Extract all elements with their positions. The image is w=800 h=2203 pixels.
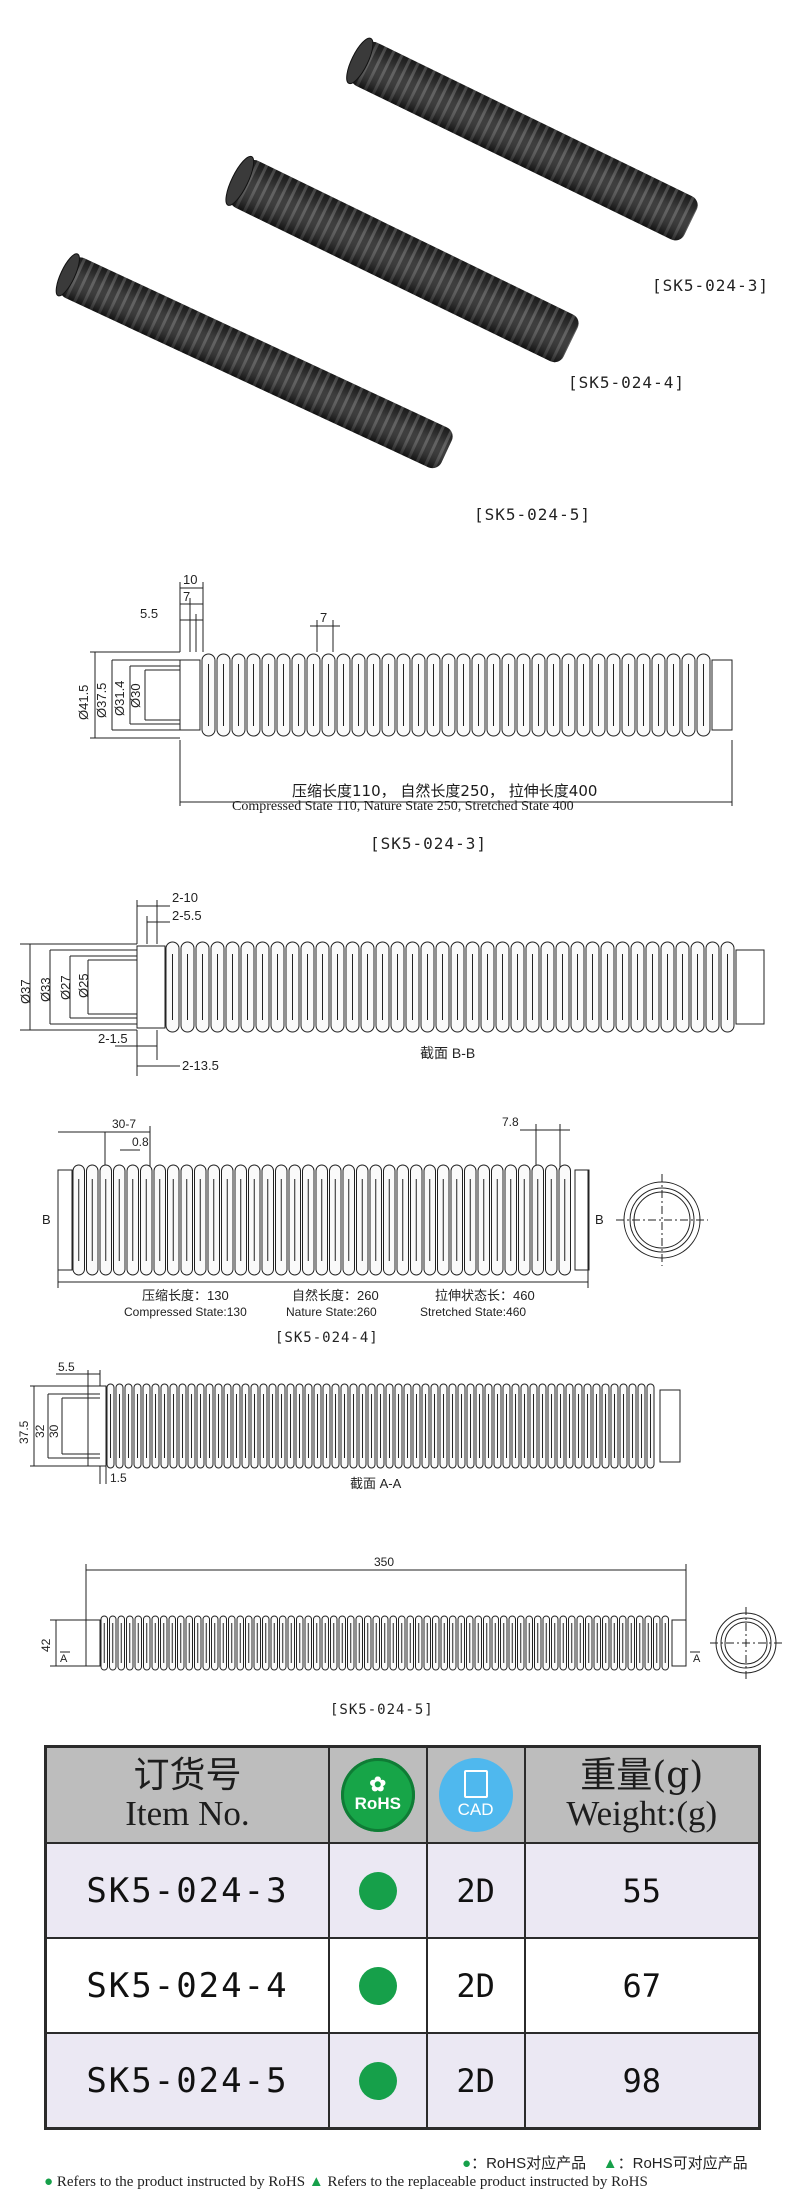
length-en-stretched: Stretched State:460 bbox=[420, 1305, 526, 1319]
drawing-sk5-024-5: 350 42 A A bbox=[39, 1555, 782, 1679]
dim-2-1-5: 2-1.5 bbox=[98, 1031, 128, 1046]
dim-dia-33: Ø33 bbox=[38, 977, 53, 1002]
drawing-sk5-024-3: 10 7 5.5 7 Ø41.5 Ø37.5 Ø31.4 Ø30 bbox=[76, 572, 733, 806]
dim-7: 7 bbox=[183, 589, 190, 604]
dim-30-a: 30 bbox=[47, 1424, 61, 1438]
length-en-compressed: Compressed State:130 bbox=[124, 1305, 247, 1319]
cell-rohs bbox=[327, 1937, 428, 2034]
cell-rohs bbox=[327, 2032, 428, 2130]
header-weight-cn: 重量(g) bbox=[580, 1755, 704, 1796]
cell-item-no: SK5-024-4 bbox=[44, 1937, 330, 2034]
legend-cn-rohs: ：RoHS对应产品 bbox=[471, 2155, 587, 2172]
dim-dia-37: Ø37 bbox=[18, 979, 33, 1004]
cell-item-no: SK5-024-5 bbox=[44, 2032, 330, 2130]
length-note-cn: 压缩长度110， 自然长度250， 拉伸长度400 bbox=[292, 782, 598, 800]
header-weight-en: Weight:(g) bbox=[566, 1794, 718, 1833]
triangle-legend-icon: ▲ bbox=[308, 2174, 324, 2190]
photo-caption-sk5-024-4: [SK5-024-4] bbox=[568, 373, 685, 392]
header-cad: CAD bbox=[425, 1745, 526, 1844]
section-label-a-a: 截面 A-A bbox=[350, 1476, 402, 1491]
dim-10: 10 bbox=[183, 572, 197, 587]
legend-en: ● Refers to the product instructed by Ro… bbox=[44, 2174, 648, 2191]
table-row: SK5-024-4 2D 67 bbox=[44, 1937, 761, 2034]
circle-legend-icon: ● bbox=[462, 2155, 472, 2172]
table-row: SK5-024-3 2D 55 bbox=[44, 1842, 761, 1939]
drawing-section-a-a: 5.5 37.5 32 30 1.5 截面 A-A bbox=[17, 1360, 681, 1491]
dim-2-13-5: 2-13.5 bbox=[182, 1058, 219, 1073]
photo-caption-sk5-024-3: [SK5-024-3] bbox=[652, 276, 769, 295]
dim-2-5-5: 2-5.5 bbox=[172, 908, 202, 923]
bellows-photo-sk5-024-3 bbox=[346, 37, 698, 241]
dim-0-8: 0.8 bbox=[132, 1135, 149, 1149]
rohs-dot-icon bbox=[358, 2061, 397, 2100]
rohs-dot-icon bbox=[358, 1966, 397, 2005]
cell-weight: 67 bbox=[523, 1937, 761, 2034]
length-cn-stretched: 拉伸状态长：460 bbox=[435, 1288, 535, 1303]
product-photos bbox=[55, 37, 698, 469]
length-cn-compressed: 压缩长度：130 bbox=[142, 1288, 229, 1303]
dim-37-5: 37.5 bbox=[17, 1420, 31, 1444]
length-en-nature: Nature State:260 bbox=[286, 1305, 377, 1319]
cad-label: CAD bbox=[457, 1800, 494, 1819]
dim-350: 350 bbox=[374, 1555, 394, 1569]
cell-cad: 2D bbox=[425, 1842, 526, 1939]
cad-icon: CAD bbox=[438, 1758, 513, 1832]
length-cn-nature: 自然长度：260 bbox=[292, 1288, 379, 1303]
bellows-photo-sk5-024-4 bbox=[225, 155, 579, 363]
legend-en-rohs: Refers to the product instructed by RoHS bbox=[56, 2174, 306, 2190]
dim-32: 32 bbox=[33, 1424, 47, 1438]
header-rohs: ✿ RoHS bbox=[327, 1745, 428, 1844]
dim-dia-37-5: Ø37.5 bbox=[94, 683, 109, 718]
circle-legend-icon: ● bbox=[44, 2174, 54, 2190]
header-weight: 重量(g) Weight:(g) bbox=[523, 1745, 761, 1844]
dim-dia-30: Ø30 bbox=[128, 683, 143, 708]
legend-cn-replace: ：RoHS可对应产品 bbox=[617, 2155, 748, 2172]
cell-rohs bbox=[327, 1842, 428, 1939]
drawing-caption-sk5-024-5: [SK5-024-5] bbox=[330, 1702, 434, 1718]
dim-2-10: 2-10 bbox=[172, 890, 198, 905]
legend-cn: ●：RoHS对应产品 ▲：RoHS可对应产品 bbox=[462, 2152, 748, 2173]
cell-weight: 98 bbox=[523, 2032, 761, 2130]
cell-cad: 2D bbox=[425, 1937, 526, 2034]
drawing-caption-sk5-024-4: [SK5-024-4] bbox=[275, 1330, 379, 1346]
header-item-cn: 订货号 bbox=[133, 1755, 242, 1796]
spec-table: 订货号 Item No. ✿ RoHS CAD 重量(g) Weight:(g)… bbox=[44, 1745, 761, 2130]
rohs-icon: ✿ RoHS bbox=[340, 1758, 415, 1832]
header-item-no: 订货号 Item No. bbox=[44, 1745, 330, 1844]
section-mark-a-right: A bbox=[693, 1653, 701, 1665]
dim-dia-41-5: Ø41.5 bbox=[76, 685, 91, 720]
dim-42: 42 bbox=[39, 1638, 53, 1652]
cell-cad: 2D bbox=[425, 2032, 526, 2130]
dim-30-7: 30-7 bbox=[112, 1117, 136, 1131]
drawing-sk5-024-4: 30-7 0.8 7.8 B B 压缩长度：130 自然长度：260 拉伸状态长… bbox=[42, 1115, 708, 1319]
dim-dia-25: Ø25 bbox=[76, 973, 91, 998]
section-mark-b-right: B bbox=[595, 1212, 604, 1227]
drawing-section-b-b: 2-10 2-5.5 2-1.5 2-13.5 Ø37 Ø33 Ø27 Ø25 … bbox=[18, 890, 765, 1076]
dim-7-8: 7.8 bbox=[502, 1115, 519, 1129]
dim-5-5-a: 5.5 bbox=[58, 1360, 75, 1374]
dim-top-7: 7 bbox=[320, 610, 327, 625]
dim-5-5: 5.5 bbox=[140, 606, 158, 621]
section-label-b-b: 截面 B-B bbox=[420, 1045, 475, 1061]
dim-1-5: 1.5 bbox=[110, 1471, 127, 1485]
cell-weight: 55 bbox=[523, 1842, 761, 1939]
drawing-caption-sk5-024-3: [SK5-024-3] bbox=[370, 834, 487, 853]
rohs-label: RoHS bbox=[354, 1794, 401, 1813]
bellows-photo-sk5-024-5 bbox=[55, 253, 453, 469]
legend-en-replace: Refers to the replaceable product instru… bbox=[327, 2174, 648, 2190]
dim-dia-27: Ø27 bbox=[58, 975, 73, 1000]
dim-dia-31-4: Ø31.4 bbox=[112, 681, 127, 716]
section-mark-a-left: A bbox=[60, 1653, 68, 1665]
table-header-row: 订货号 Item No. ✿ RoHS CAD 重量(g) Weight:(g) bbox=[44, 1745, 761, 1844]
section-mark-b-left: B bbox=[42, 1212, 51, 1227]
triangle-legend-icon: ▲ bbox=[602, 2155, 618, 2172]
photo-caption-sk5-024-5: [SK5-024-5] bbox=[474, 505, 591, 524]
length-note-en: Compressed State 110, Nature State 250, … bbox=[232, 799, 574, 814]
cell-item-no: SK5-024-3 bbox=[44, 1842, 330, 1939]
table-row: SK5-024-5 2D 98 bbox=[44, 2032, 761, 2130]
header-item-en: Item No. bbox=[125, 1794, 250, 1833]
rohs-dot-icon bbox=[358, 1871, 397, 1910]
